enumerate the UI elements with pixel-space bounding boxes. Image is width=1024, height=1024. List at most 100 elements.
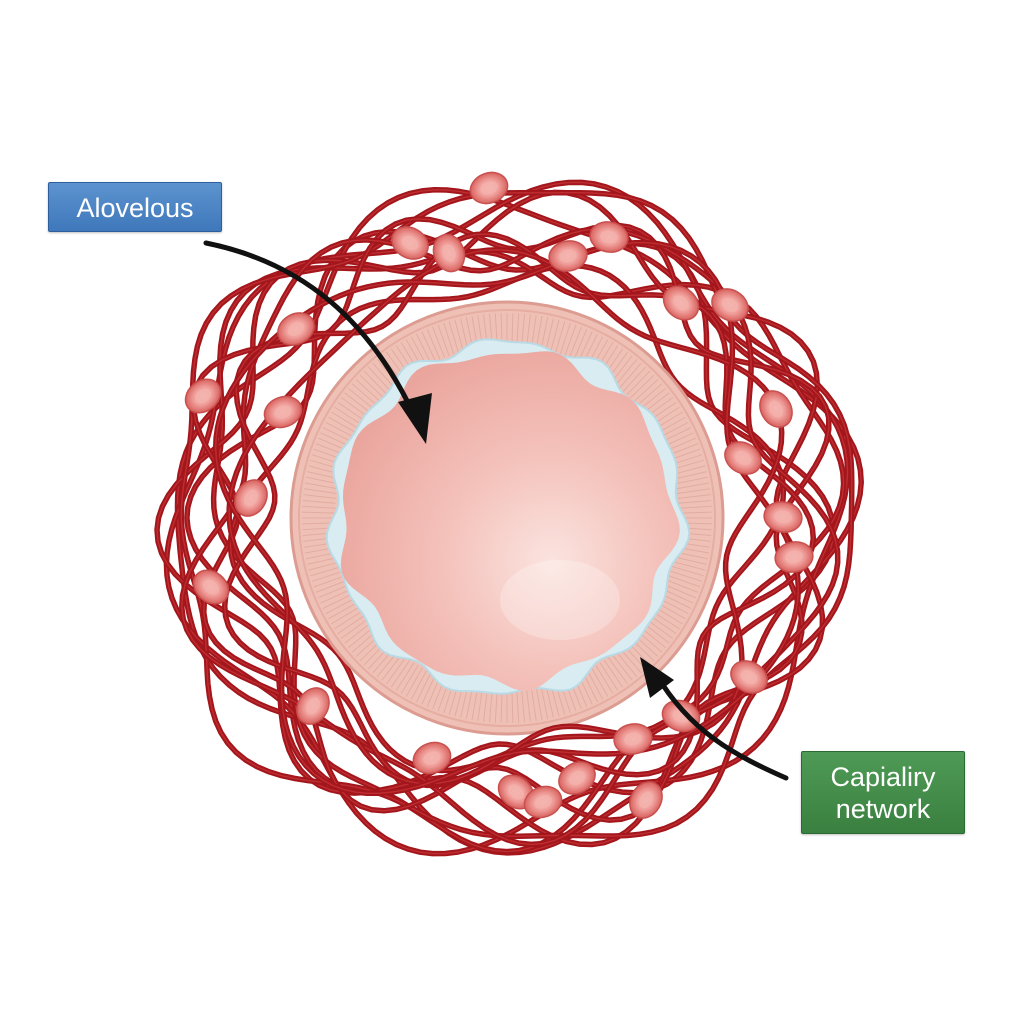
epithelium-cell-line — [535, 687, 543, 721]
red-blood-cell — [192, 569, 230, 605]
capillary-label-line-1: Capialiry — [830, 762, 936, 792]
epithelium-cell-line — [550, 319, 560, 352]
epithelium-cell-line — [531, 315, 537, 348]
epithelium-cell-line — [334, 406, 363, 426]
epithelium-cell-line — [306, 476, 339, 485]
epithelium-cell-line — [633, 379, 659, 403]
red-blood-cell — [234, 479, 268, 517]
red-blood-cell — [432, 233, 466, 273]
epithelium-cell-line — [363, 370, 388, 396]
epithelium-cell-line — [426, 329, 441, 360]
epithelium-cell-line — [347, 387, 375, 410]
epithelium-cell-line — [573, 329, 588, 360]
epithelium-cell-line — [322, 427, 353, 443]
epithelium-cell-line — [483, 688, 488, 722]
epithelium-cell-line — [460, 318, 469, 351]
epithelium-cell-line — [432, 326, 446, 358]
epithelium-cell-line — [308, 561, 341, 571]
epithelium-cell-line — [328, 416, 358, 434]
epithelium-cell-line — [325, 597, 356, 615]
epithelium-cell-line — [344, 622, 372, 644]
epithelium-cell-line — [381, 653, 403, 681]
epithelium-cell-line — [337, 401, 366, 422]
epithelium-cell-line — [673, 465, 706, 475]
epithelium-cell-line — [595, 665, 614, 694]
epithelium-cell-line — [313, 575, 346, 588]
epithelium-cell-line — [315, 579, 347, 593]
epithelium-cell-line — [591, 667, 609, 697]
epithelium-cell-line — [639, 387, 667, 410]
epithelium-cell-line — [555, 321, 566, 354]
red-blood-cell — [759, 390, 793, 428]
epithelium-cell-line — [437, 324, 450, 357]
epithelium-cell-line — [568, 326, 582, 358]
epithelium-cell-line — [622, 366, 646, 392]
red-blood-cell — [469, 171, 509, 205]
red-blood-cell — [412, 741, 452, 775]
epithelium-cell-line — [535, 315, 543, 349]
epithelium-cell-line — [400, 665, 419, 694]
capillary-vessel-highlight — [180, 192, 853, 837]
epithelium-cell-line — [337, 614, 366, 635]
epithelium-cell-line — [564, 324, 577, 357]
epithelium-cell-line — [674, 556, 707, 565]
epithelium-cell-line — [661, 593, 692, 609]
epithelium-cell-line — [331, 606, 360, 625]
epithelium-cell-line — [471, 687, 479, 721]
epithelium-cell-line — [448, 321, 459, 354]
epithelium-cell-line — [545, 685, 554, 718]
epithelium-cell-line — [607, 656, 628, 685]
epithelium-cell-line — [421, 674, 436, 705]
epithelium-cell-line — [516, 689, 520, 723]
epithelium-cell-line — [368, 366, 392, 392]
epithelium-cell-line — [663, 589, 694, 604]
epithelium-cell-line — [629, 374, 655, 399]
epithelium-cell-line — [516, 313, 520, 347]
epithelium-cell-line — [677, 494, 711, 499]
red-blood-cell — [523, 785, 563, 819]
capillary-network-label: Capialiry network — [801, 751, 965, 834]
epithelium-cell-line — [599, 662, 619, 691]
epithelium-cell-line — [318, 584, 349, 599]
epithelium-cell-line — [310, 566, 343, 577]
epithelium-cell-line — [477, 688, 483, 721]
epithelium-cell-line — [511, 313, 514, 347]
epithelium-cell-line — [678, 500, 712, 504]
epithelium-cell-line — [405, 667, 423, 697]
epithelium-cell-line — [674, 471, 707, 480]
red-blood-cell — [277, 312, 315, 346]
red-blood-cell — [629, 781, 663, 819]
epithelium-cell-line — [334, 610, 363, 630]
epithelium-cell-line — [344, 392, 372, 414]
red-blood-cell — [184, 378, 222, 414]
epithelium-cell-line — [328, 602, 358, 620]
epithelium-cell-line — [526, 314, 531, 348]
epithelium-cell-line — [302, 505, 336, 509]
epithelium-cell-line — [526, 688, 531, 722]
epithelium-cell-line — [410, 669, 428, 700]
epithelium-cell-line — [677, 488, 710, 494]
capillary-vessel-highlight — [223, 233, 815, 787]
epithelium-cell-line — [626, 370, 651, 396]
epithelium-cell-line — [302, 500, 336, 504]
red-blood-cell — [711, 288, 749, 322]
epithelium-cell-line — [386, 656, 407, 685]
epithelium-cell-line — [611, 355, 633, 383]
curved-arrow-icon — [203, 240, 423, 431]
epithelium-cell-line — [443, 322, 455, 355]
epithelium-cell-line — [304, 488, 337, 494]
red-blood-cell — [613, 723, 653, 755]
arrow-head-alveolus — [398, 393, 432, 444]
epithelium-cell-line — [511, 689, 514, 723]
epithelium-cell-line — [531, 688, 537, 721]
epithelium-cell-line — [615, 650, 638, 678]
epithelium-cell-line — [494, 689, 498, 723]
epithelium-cell-line — [351, 383, 378, 406]
epithelium-cell-line — [421, 331, 436, 362]
epithelium-cell-line — [667, 579, 699, 593]
epithelium-cell-line — [311, 570, 344, 582]
epithelium-cell-line — [665, 584, 696, 599]
red-blood-cell — [661, 699, 701, 733]
red-blood-cell — [763, 501, 803, 533]
